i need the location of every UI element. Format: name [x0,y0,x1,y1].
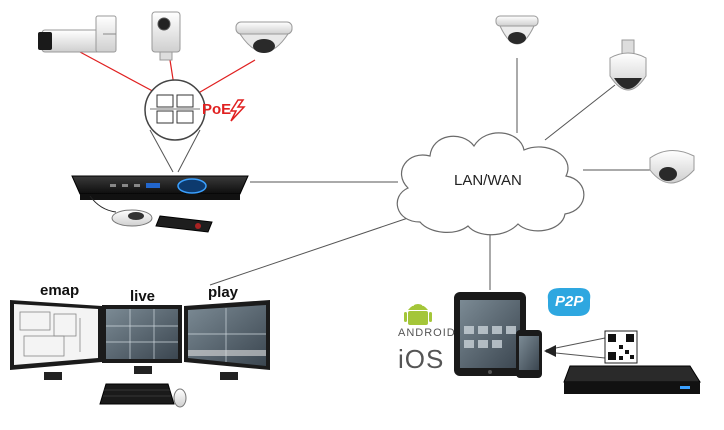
monitor-play-label: play [208,284,239,301]
keyboard [99,383,175,405]
qr-code-icon [604,330,638,364]
monitor-play [184,300,270,380]
cube-camera [151,11,181,61]
link-cloud-ptz [544,84,616,141]
dome-camera-right-top [495,15,539,45]
android-label: ANDROID [398,327,456,339]
ptz-camera [609,39,647,91]
link-poe-zoom-left [149,129,174,173]
link-poe-zoom-right [177,129,201,173]
mouse [89,195,153,227]
cloud-shape [396,132,585,236]
poe-link-bullet [79,51,161,96]
monitor-live [102,305,182,374]
poe-link-dome [194,59,256,96]
remote-control [155,215,213,233]
qr-scan-arrowhead [544,345,556,357]
bullet-camera [38,15,117,53]
smartphone [516,330,542,378]
link-cloud-monitors [209,217,409,286]
p2p-recorder [563,365,701,394]
poe-switch-zoom [144,79,206,141]
dome-camera-top [235,21,293,53]
lightning-bolt-icon [229,99,246,122]
poe-label: PoE [202,101,232,118]
dome-camera-right-mid [649,150,695,184]
p2p-badge [547,288,591,316]
p2p-label: P2P [555,293,584,310]
android-icon [404,304,432,325]
monitor-emap [10,300,102,380]
monitor-live-label: live [130,288,156,305]
tablet [454,292,526,376]
monitor-emap-label: emap [40,282,80,299]
cloud-label: LAN/WAN [454,172,522,189]
nvr-recorder [71,175,249,200]
ios-label: iOS [398,344,445,374]
monitor-mouse [173,388,187,408]
